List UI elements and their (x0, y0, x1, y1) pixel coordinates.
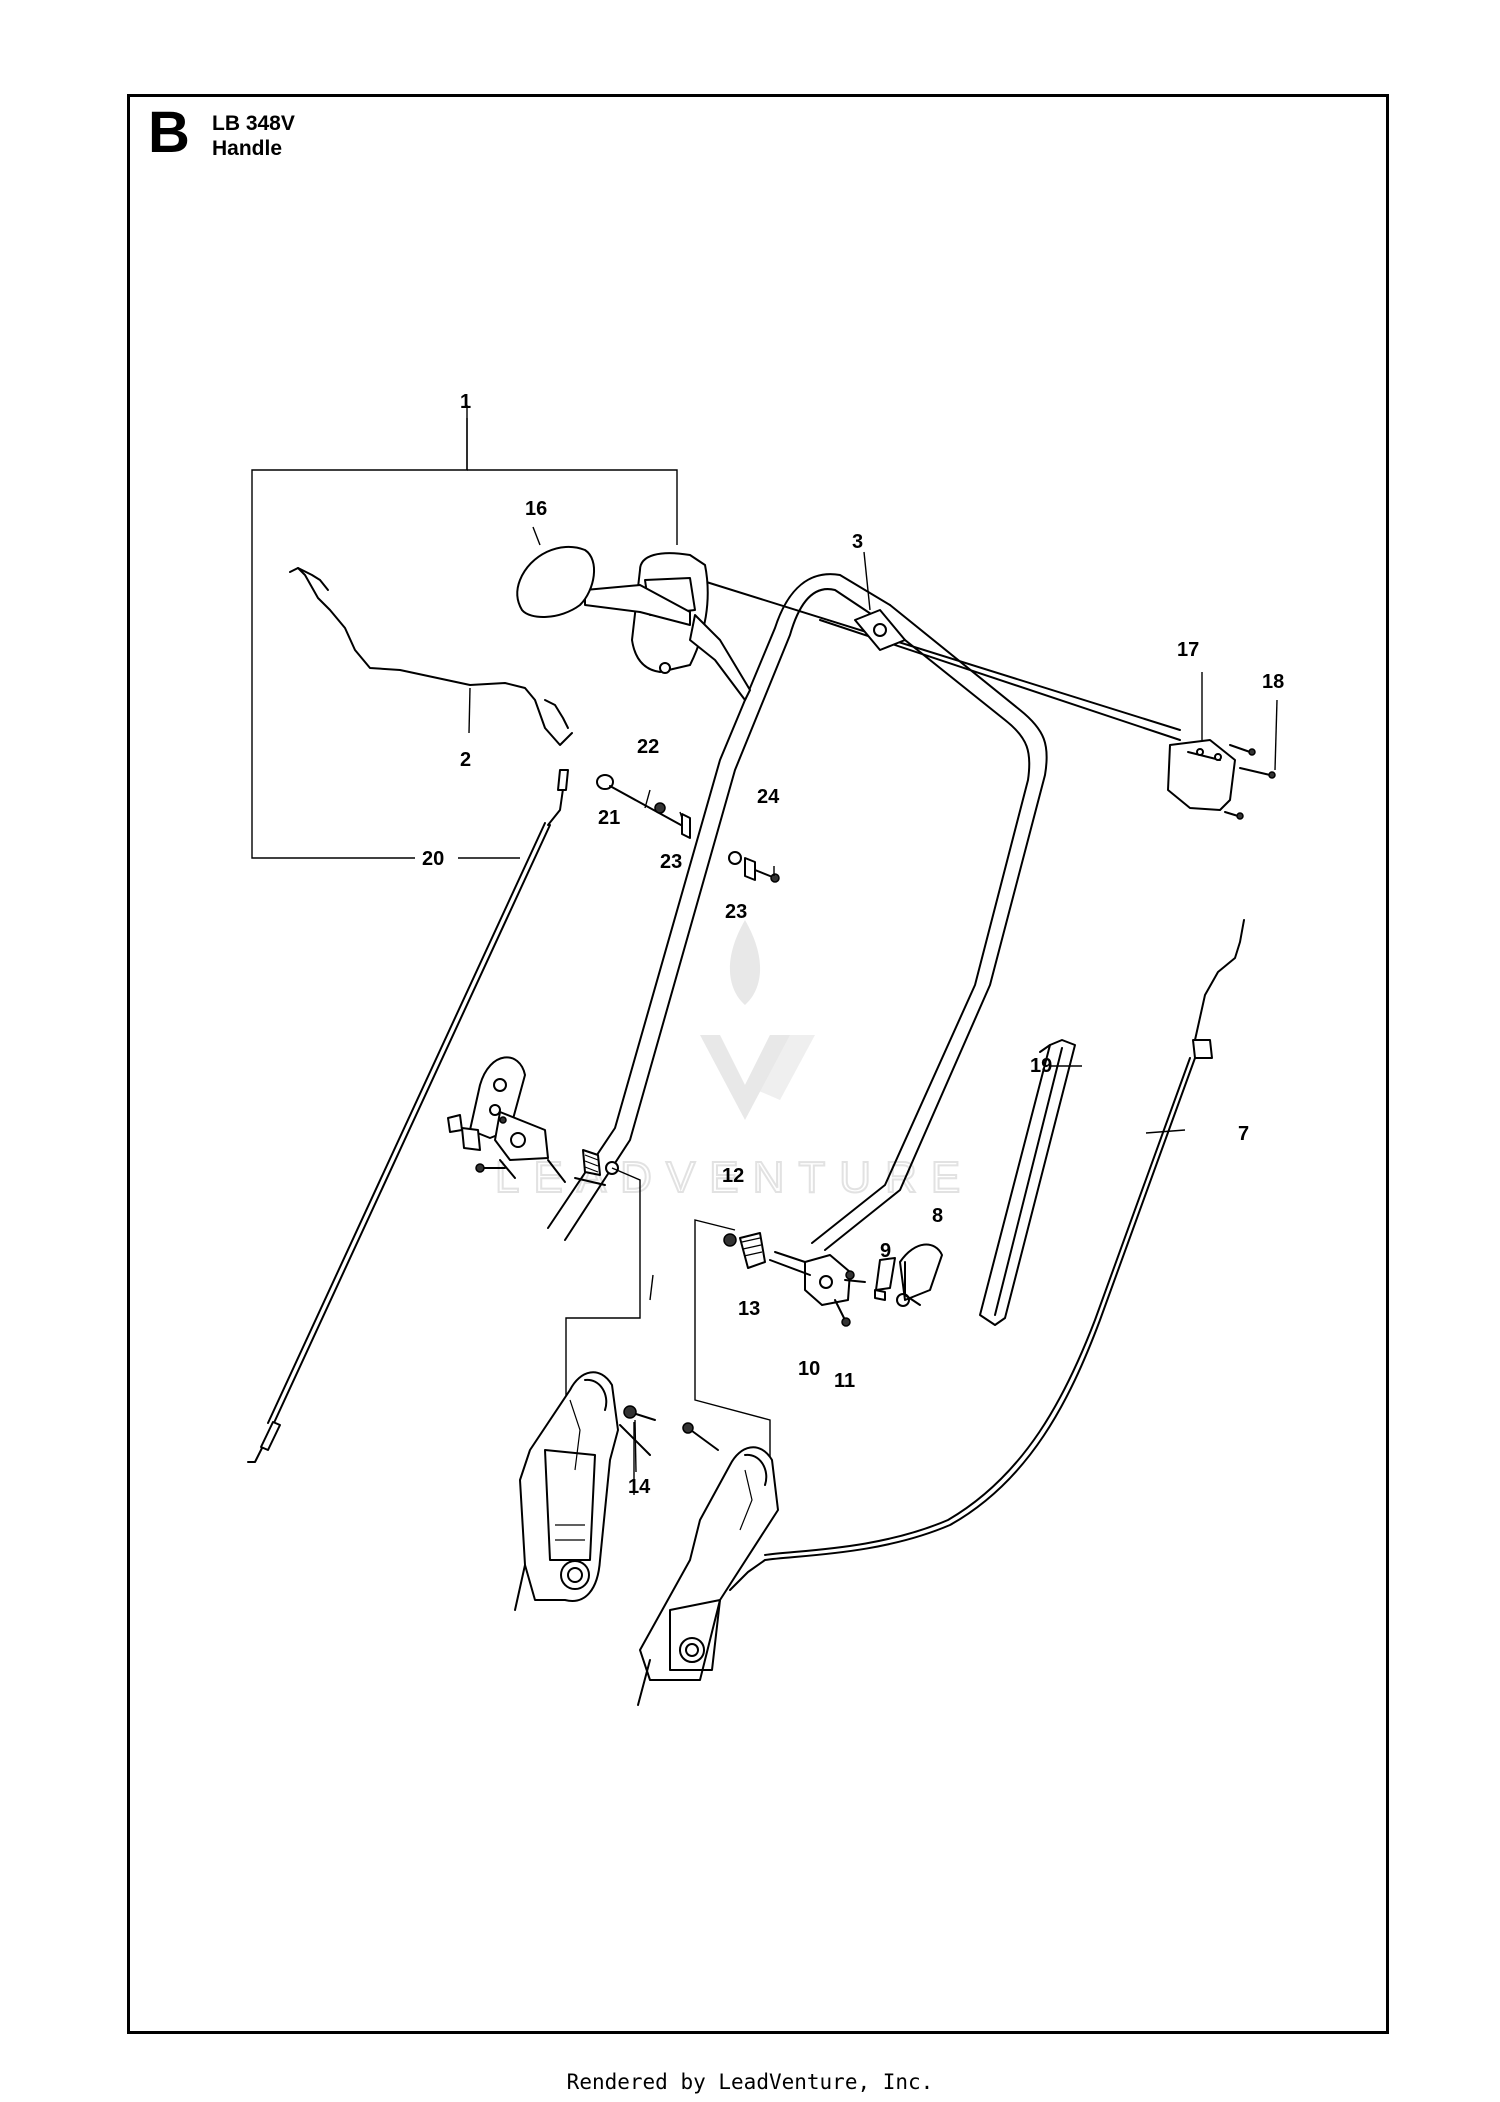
grip-cover (516, 545, 596, 618)
callout-19: 19 (1030, 1055, 1052, 1077)
handle-grip (979, 1039, 1076, 1326)
footer-credit: Rendered by LeadVenture, Inc. (566, 2070, 934, 2094)
callout-leader-14 (634, 1419, 637, 1473)
callout-14: 14 (628, 1476, 651, 1498)
control-rod (289, 567, 573, 746)
callout-3: 3 (852, 531, 863, 553)
callout-20: 20 (422, 848, 444, 870)
right-height-adjuster (723, 1232, 943, 1327)
diagram-frame (127, 94, 1389, 2034)
upper-handle (547, 573, 1181, 1251)
callout-7: 7 (1238, 1123, 1249, 1145)
drive-cable (729, 919, 1245, 1591)
callout-13: 13 (738, 1298, 760, 1320)
callout-23b: 23 (725, 901, 747, 923)
callout-10: 10 (798, 1358, 820, 1380)
callout-1: 1 (460, 391, 471, 413)
assembly-bracket-1 (251, 405, 678, 859)
callout-22: 22 (637, 736, 659, 758)
callout-2: 2 (460, 749, 471, 771)
callout-17: 17 (1177, 639, 1199, 661)
callout-labels: 1 2 3 7 8 9 10 11 12 13 14 16 17 18 19 2… (422, 391, 1284, 1498)
callout-18: 18 (1262, 671, 1284, 693)
callout-21: 21 (598, 807, 620, 829)
watermark-text: LEADVENTURE (495, 1153, 974, 1202)
callout-9: 9 (880, 1240, 891, 1262)
bolt-assembly (596, 774, 780, 883)
callout-16: 16 (525, 498, 547, 520)
section-letter: B (148, 100, 190, 165)
leadventure-watermark: LEADVENTURE (494, 920, 974, 1203)
throttle-cable (247, 769, 569, 1463)
callout-8: 8 (932, 1205, 943, 1227)
callout-12: 12 (722, 1165, 744, 1187)
lower-bracket-left (514, 1371, 656, 1611)
lower-bracket-right (637, 1422, 779, 1706)
control-housing (584, 552, 751, 701)
callout-11: 11 (834, 1370, 855, 1392)
cable-bracket (1167, 739, 1276, 820)
callout-24: 24 (757, 786, 780, 808)
assembly-guides (565, 1167, 771, 1500)
callout-leaders (466, 418, 1278, 1495)
callout-23a: 23 (660, 851, 682, 873)
model-number: LB 348V (212, 112, 295, 135)
diagram-title: Handle (212, 137, 283, 160)
